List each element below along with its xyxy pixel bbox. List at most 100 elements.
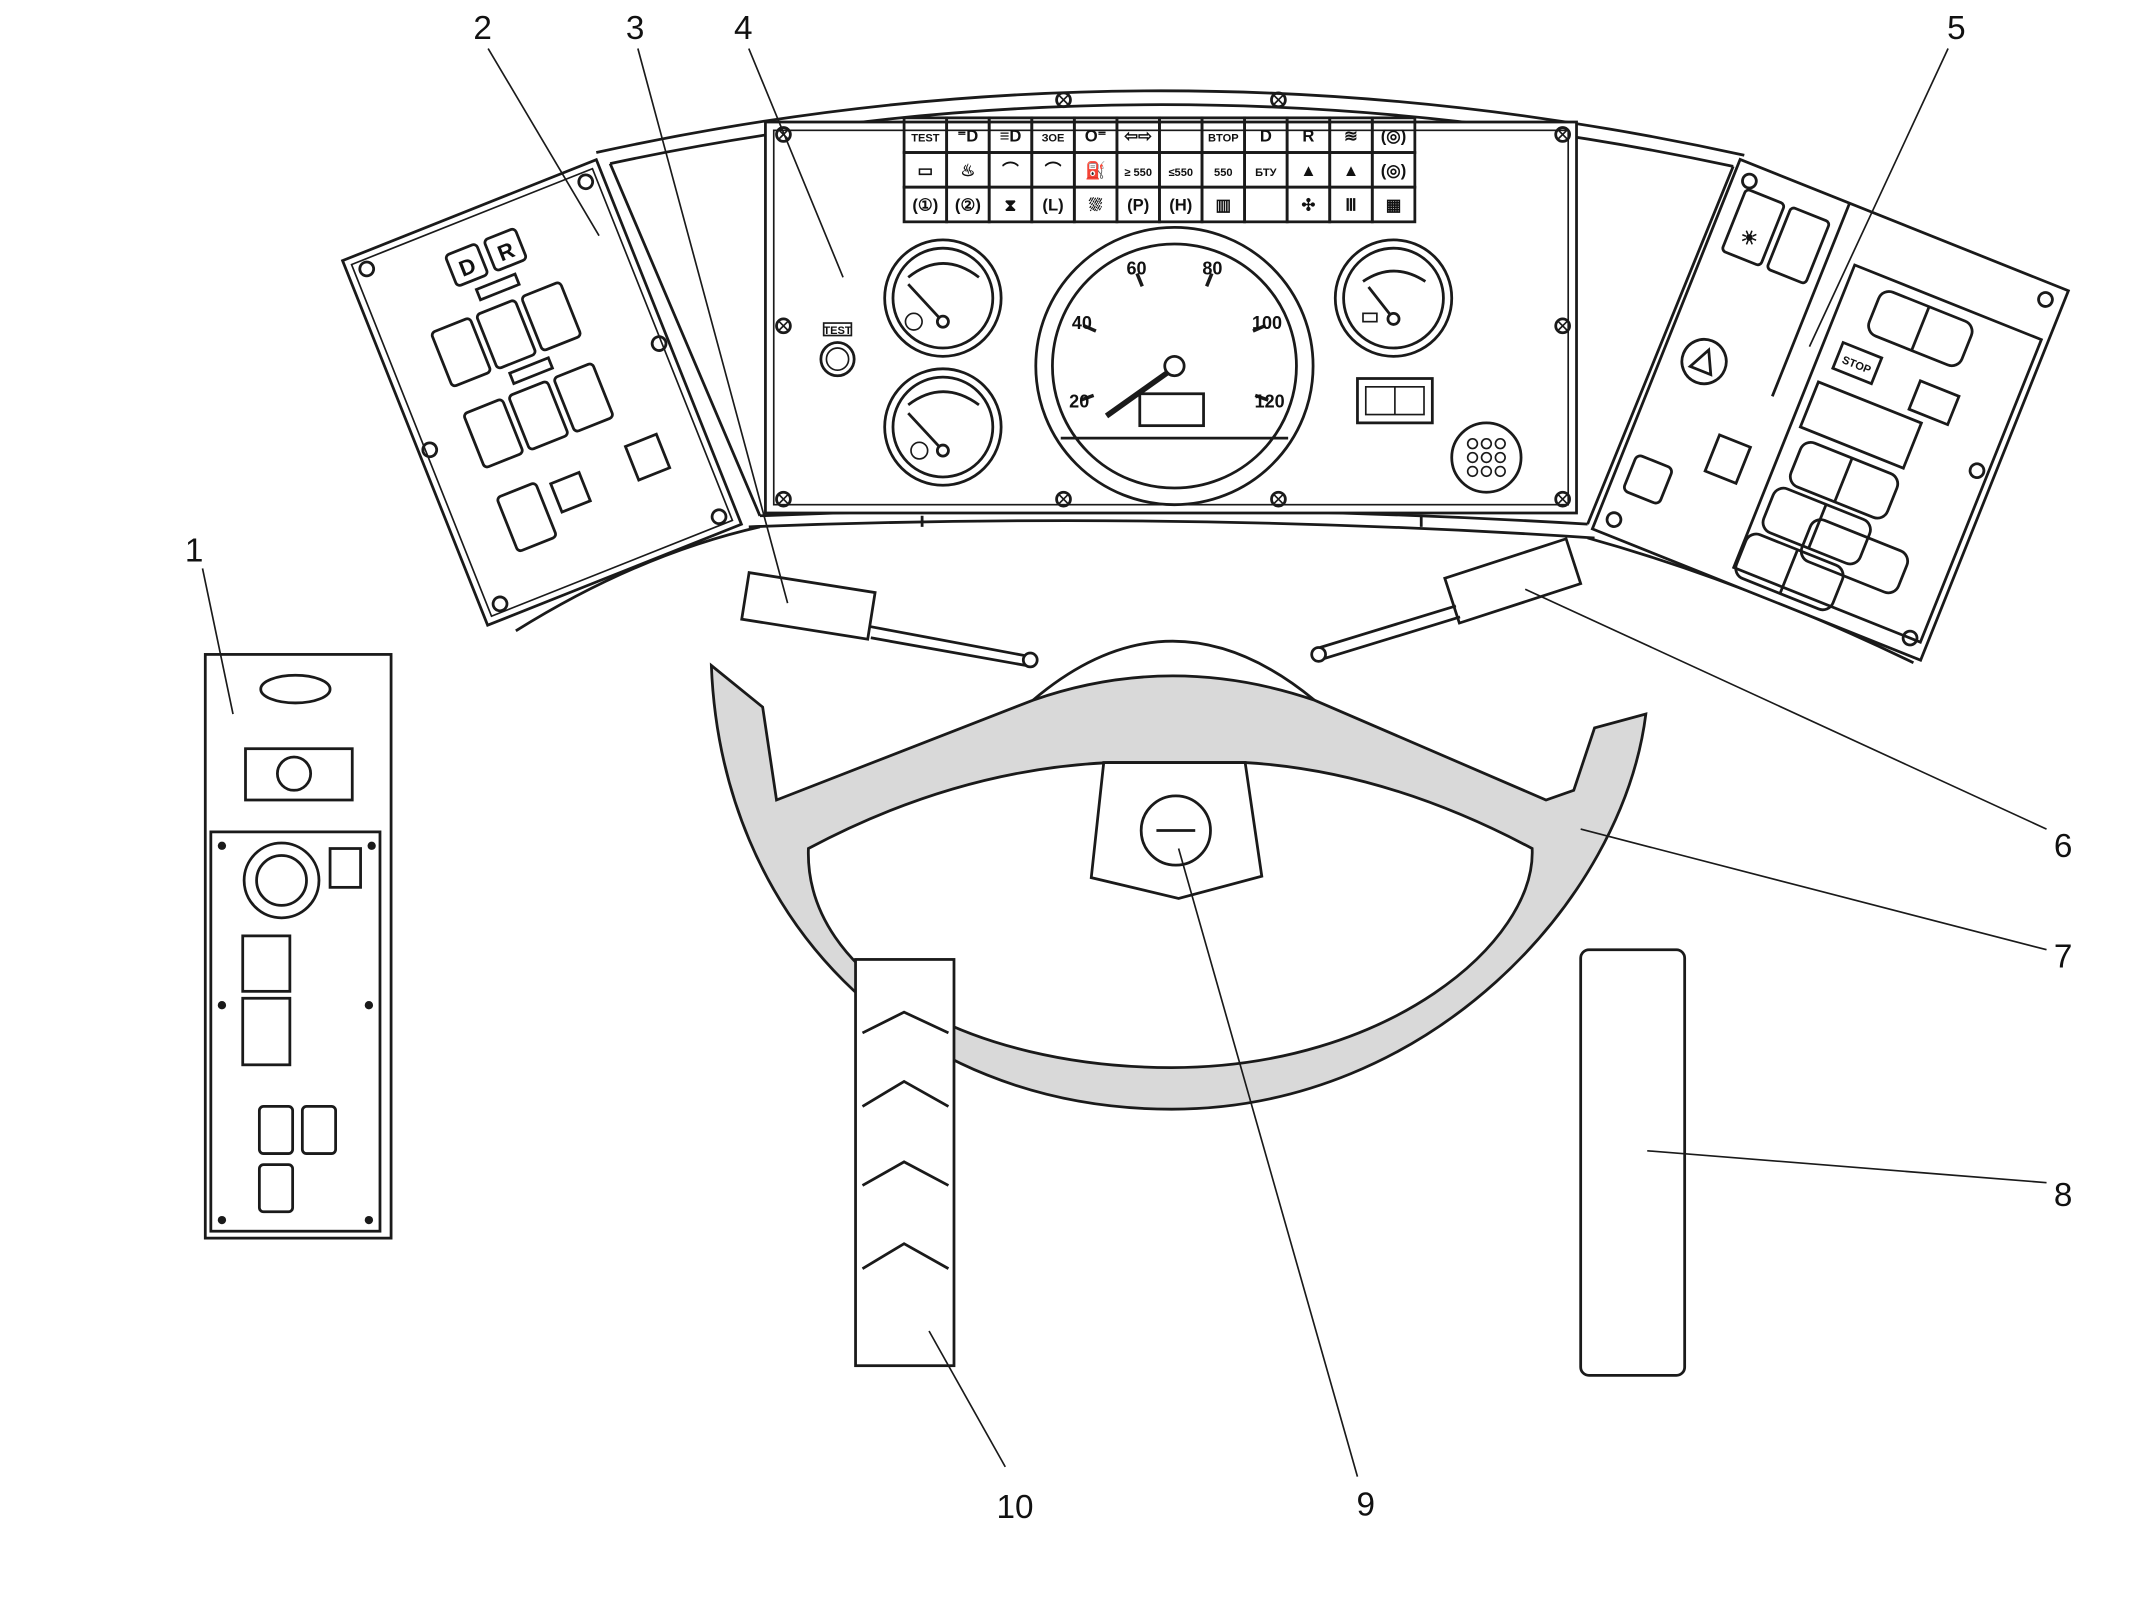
defroster-switch[interactable] <box>496 482 557 553</box>
warning-light-service-icon: ▦ <box>1370 185 1417 224</box>
speaker-hole <box>1494 437 1506 450</box>
brake-pedal[interactable] <box>854 958 956 1368</box>
steering-wheel[interactable] <box>709 640 1648 1111</box>
speed-tick-label: 100 <box>1252 313 1282 333</box>
speed-tick <box>1135 272 1144 287</box>
heater-switch-2[interactable] <box>463 398 524 469</box>
brake-circuit-1-icon: (①) <box>912 196 938 215</box>
test-label: TEST <box>823 325 852 337</box>
speedometer: 20 40 60 80 100 120 <box>1034 225 1315 507</box>
oil-pressure-gauge <box>883 238 1003 358</box>
brake-rs-icon: (◎) <box>1381 126 1407 145</box>
heater-switch[interactable] <box>430 317 492 388</box>
side-button-3[interactable] <box>257 1163 295 1214</box>
ignition-switch[interactable] <box>276 755 313 792</box>
fan-switch[interactable] <box>475 299 537 370</box>
callout-5: 5 <box>1947 10 1966 47</box>
reverse-button[interactable] <box>483 227 528 272</box>
speed-tick-label: 40 <box>1072 313 1092 333</box>
warning-light-label: TEST <box>911 132 940 144</box>
door-icon: ⌒ <box>1002 160 1019 180</box>
side-switch-2[interactable] <box>241 996 292 1067</box>
seat-heat-switch-2[interactable] <box>553 362 614 433</box>
side-button-2[interactable] <box>300 1105 338 1155</box>
speed-tick-label: 120 <box>1255 391 1285 411</box>
callout-7: 7 <box>2054 939 2073 976</box>
callout-leaders <box>201 48 2047 1477</box>
speaker-hole <box>1466 465 1479 478</box>
display-window <box>1798 380 1924 470</box>
speaker-hole <box>1494 465 1506 478</box>
test-button[interactable] <box>819 341 856 378</box>
speaker-hole <box>1466 451 1479 464</box>
screw-icon <box>1554 490 1571 508</box>
door-icon: ⌒ <box>1045 160 1062 180</box>
air-pressure-gauge <box>883 367 1003 487</box>
callout-3: 3 <box>626 10 645 47</box>
warning-light-label: BTOP <box>1208 132 1239 144</box>
warning-triangle-icon: ▲ <box>1300 161 1316 180</box>
screw-icon <box>1554 317 1571 335</box>
door-panel-icon: ▥ <box>1215 196 1231 215</box>
rocker-switch-5[interactable] <box>1798 516 1911 596</box>
side-button-1[interactable] <box>257 1105 295 1155</box>
kneeling-button[interactable] <box>1907 379 1961 427</box>
warning-light-label: БТУ <box>1255 167 1276 179</box>
speed-tick-label: 20 <box>1069 391 1089 411</box>
hourglass-icon: ⧗ <box>1005 196 1017 215</box>
drive-button[interactable] <box>444 243 489 287</box>
oil-icon: ⛽ <box>1085 160 1106 180</box>
horn-mode-button[interactable] <box>1623 454 1673 505</box>
speed-tick-label: 80 <box>1202 258 1222 278</box>
screw-icon <box>1055 91 1072 109</box>
left-side-control-panel <box>203 653 393 1240</box>
callout-8: 8 <box>2054 1177 2073 1214</box>
brake-ms-icon: (◎) <box>1381 161 1407 180</box>
warning-light-label: ≥ 550 <box>1124 167 1152 179</box>
seat-heat-switch[interactable] <box>521 281 582 352</box>
speed-tick <box>1082 323 1097 333</box>
stop-button[interactable] <box>1831 340 1884 386</box>
door-switch-indicator[interactable] <box>1356 377 1434 425</box>
odometer-display <box>1138 392 1205 428</box>
column-icon: Ⅲ <box>1345 196 1356 215</box>
battery-icon: ▭ <box>917 161 933 180</box>
hazard-button[interactable] <box>1675 333 1733 391</box>
fog-light-icon: ⁼D <box>958 126 979 145</box>
parking-brake-icon: (P) <box>1127 196 1149 215</box>
blower-switch[interactable] <box>1766 206 1831 285</box>
screw-icon <box>775 490 792 508</box>
warning-light-label: 550 <box>1214 167 1232 179</box>
speed-tick-label: 60 <box>1126 258 1146 278</box>
wiper-icon: ≋ <box>1344 126 1358 145</box>
high-beam-icon: ≡D <box>1000 126 1022 145</box>
right-instrument-panel: ☀ STOP <box>1590 157 2071 663</box>
screw-icon <box>1554 126 1571 143</box>
voltmeter-gauge <box>1333 238 1454 358</box>
side-switch-1[interactable] <box>241 934 292 993</box>
callout-9: 9 <box>1357 1486 1376 1523</box>
callout-labels: 1 2 3 4 5 6 7 8 9 10 <box>185 10 2072 1526</box>
speaker-hole <box>1480 465 1493 478</box>
side-panel-top-button[interactable] <box>259 673 332 705</box>
fan-switch-2[interactable] <box>508 380 569 451</box>
screw-icon <box>1055 490 1072 508</box>
right-steering-column-lever[interactable] <box>1310 537 1583 663</box>
accelerator-pedal[interactable] <box>1579 948 1687 1377</box>
mirror-heat-button[interactable] <box>1703 433 1753 486</box>
interior-light-switch[interactable] <box>1721 188 1786 267</box>
rear-fog-icon: O⁼ <box>1085 126 1107 145</box>
master-switch-knob[interactable] <box>242 841 321 920</box>
speaker-hole <box>1480 437 1493 450</box>
fan-icon: ✣ <box>1301 196 1315 215</box>
callout-6: 6 <box>2054 828 2073 865</box>
speaker-hole <box>1494 451 1506 464</box>
left-steering-column-lever[interactable] <box>740 571 1039 669</box>
brake-circuit-2-icon: (②) <box>955 196 981 215</box>
buzzer-speaker <box>1450 421 1523 494</box>
callout-2: 2 <box>473 10 492 47</box>
turn-signal-icon: ⇦⇨ <box>1123 126 1152 145</box>
steering-wheel-rim[interactable] <box>709 662 1648 1111</box>
